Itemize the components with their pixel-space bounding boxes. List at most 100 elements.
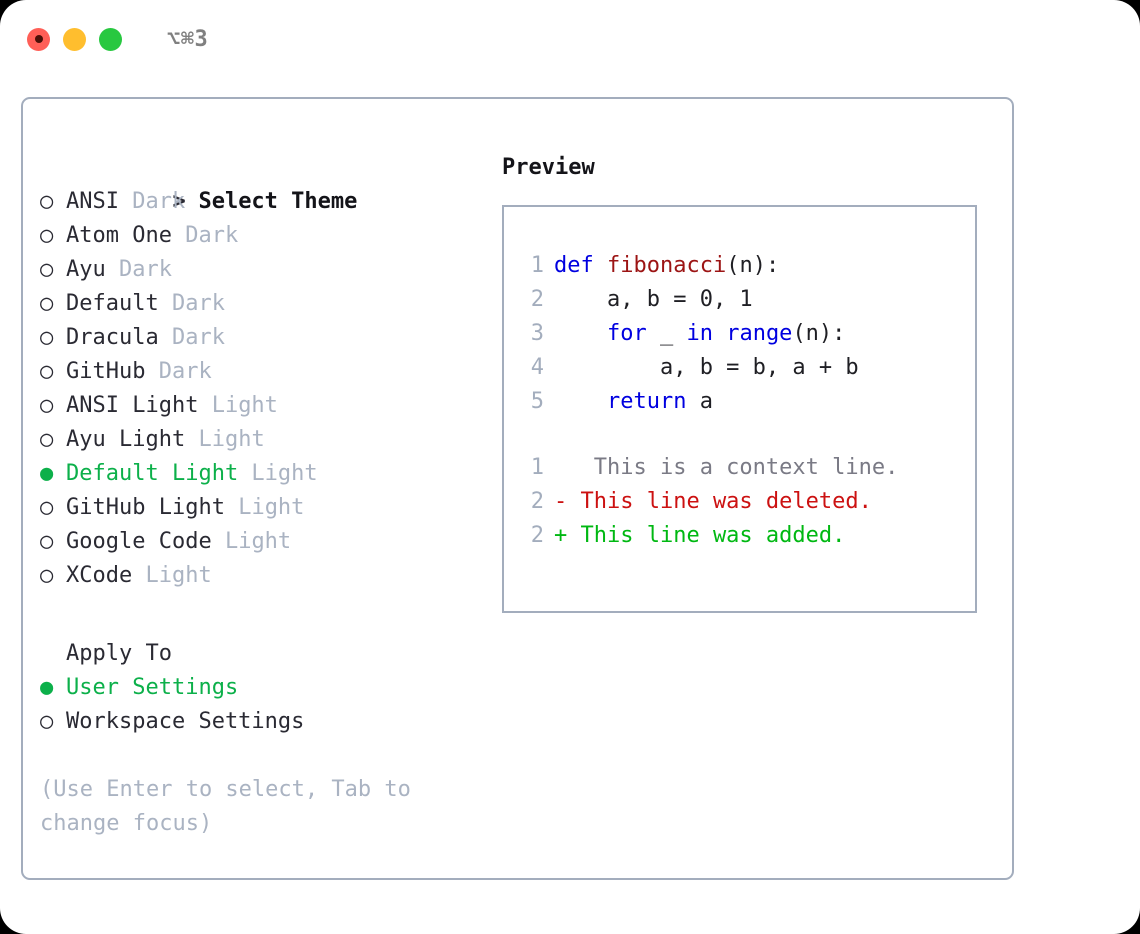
maximize-button[interactable] bbox=[99, 27, 122, 51]
theme-mode-badge: Dark bbox=[105, 257, 172, 282]
diff-context-text: This is a context line. bbox=[554, 455, 899, 480]
code-text: (n): bbox=[792, 321, 846, 346]
theme-name: XCode bbox=[66, 563, 133, 588]
theme-mode-badge: Dark bbox=[171, 223, 239, 248]
theme-mode-badge: Light bbox=[185, 427, 265, 452]
select-theme-title: Select Theme bbox=[198, 189, 358, 214]
diff-line: 2 - This line was deleted. bbox=[516, 485, 975, 519]
theme-mode-badge: Dark bbox=[158, 325, 225, 350]
theme-name: ANSI Light bbox=[66, 393, 199, 418]
apply-to-option[interactable]: ● User Settings bbox=[40, 671, 490, 705]
line-number: 2 bbox=[530, 287, 544, 312]
theme-name: GitHub Light bbox=[66, 495, 225, 520]
code-line: 4 a, b = b, a + b bbox=[516, 351, 975, 385]
code-diff-spacer bbox=[516, 419, 975, 451]
apply-to-header: Apply To bbox=[66, 641, 172, 666]
diff-line: 2 + This line was added. bbox=[516, 519, 975, 553]
radio-selected-icon: ● bbox=[40, 461, 54, 486]
code-function-name: fibonacci bbox=[593, 253, 727, 278]
close-button[interactable] bbox=[27, 27, 50, 51]
apply-to-list: ● User Settings ○Workspace Settings bbox=[40, 671, 490, 739]
line-number: 1 bbox=[530, 455, 544, 480]
prompt-caret-icon: > bbox=[172, 189, 186, 214]
radio-unselected-icon: ○ bbox=[40, 393, 54, 418]
radio-unselected-icon: ○ bbox=[40, 291, 54, 316]
theme-list-item[interactable]: ○ GitHub Light Light bbox=[40, 491, 490, 525]
apply-to-option[interactable]: ○Workspace Settings bbox=[40, 705, 490, 739]
theme-name: Default Light bbox=[66, 461, 239, 486]
theme-list-item[interactable]: ○ANSI Dark bbox=[40, 185, 490, 219]
line-number: 4 bbox=[530, 355, 544, 380]
theme-name: Ayu bbox=[66, 257, 106, 282]
minimize-button[interactable] bbox=[63, 27, 86, 51]
radio-unselected-icon: ○ bbox=[40, 257, 54, 282]
window-controls bbox=[27, 27, 122, 51]
code-keyword: in range bbox=[686, 321, 793, 346]
theme-name: GitHub bbox=[66, 359, 146, 384]
code-text: a, b = b, a + b bbox=[554, 355, 859, 380]
theme-selector-column: > Select Theme ○ ANSI Dark ○ Atom One Dark ○ A… bbox=[40, 151, 490, 841]
radio-unselected-icon: ○ bbox=[40, 189, 54, 214]
title-bar: ⌥⌘3 bbox=[0, 0, 1140, 78]
theme-list-item[interactable]: ○ Dracula Dark bbox=[40, 321, 490, 355]
code-keyword: for bbox=[554, 321, 647, 346]
line-number: 1 bbox=[530, 253, 544, 278]
code-keyword: return bbox=[554, 389, 687, 414]
radio-unselected-icon: ○ bbox=[40, 709, 54, 734]
line-number: 2 bbox=[530, 523, 544, 548]
main-panel: > Select Theme ○ ANSI Dark ○ Atom One Dark ○ A… bbox=[21, 97, 1014, 880]
theme-mode-badge: Dark bbox=[145, 359, 212, 384]
radio-selected-icon: ● bbox=[40, 675, 54, 700]
theme-list-item[interactable]: ● Default Light Light bbox=[40, 457, 490, 491]
radio-unselected-icon: ○ bbox=[40, 223, 54, 248]
theme-mode-badge: Dark bbox=[158, 291, 225, 316]
apply-to-label: User Settings bbox=[66, 675, 239, 700]
theme-mode-badge: Light bbox=[224, 495, 305, 520]
section-spacer bbox=[40, 593, 490, 637]
line-number: 3 bbox=[530, 321, 544, 346]
theme-list-item[interactable]: ○ Ayu Dark bbox=[40, 253, 490, 287]
theme-name: Dracula bbox=[66, 325, 159, 350]
theme-name: ANSI bbox=[66, 189, 119, 214]
radio-unselected-icon: ○ bbox=[40, 359, 54, 384]
code-line: 2 a, b = 0, 1 bbox=[516, 283, 975, 317]
diff-added-text: + This line was added. bbox=[554, 523, 846, 548]
line-number: 2 bbox=[530, 489, 544, 514]
diff-deleted-text: - This line was deleted. bbox=[554, 489, 872, 514]
code-line: 3 for _ in range(n): bbox=[516, 317, 975, 351]
theme-list-item[interactable]: ○Google Code Light bbox=[40, 525, 490, 559]
code-line: 1 def fibonacci(n): bbox=[516, 249, 975, 283]
theme-list-item[interactable]: ○XCode Light bbox=[40, 559, 490, 593]
theme-list-item[interactable]: ○ Ayu Light Light bbox=[40, 423, 490, 457]
diff-line: 1 This is a context line. bbox=[516, 451, 975, 485]
theme-name: Default bbox=[66, 291, 159, 316]
close-icon bbox=[34, 35, 43, 43]
radio-unselected-icon: ○ bbox=[40, 427, 54, 452]
theme-list-item[interactable]: ○ANSI Light Light bbox=[40, 389, 490, 423]
radio-unselected-icon: ○ bbox=[40, 325, 54, 350]
theme-list-item[interactable]: ○ GitHub Dark bbox=[40, 355, 490, 389]
radio-unselected-icon: ○ bbox=[40, 529, 54, 554]
code-text: (n): bbox=[726, 253, 780, 278]
radio-unselected-icon: ○ bbox=[40, 495, 54, 520]
theme-name: Ayu Light bbox=[66, 427, 186, 452]
theme-list-item[interactable]: ○ Atom One Dark bbox=[40, 219, 490, 253]
code-text: a, b = 0, 1 bbox=[554, 287, 753, 312]
theme-list-item[interactable]: ○ Default Dark bbox=[40, 287, 490, 321]
theme-mode-badge: Light bbox=[132, 563, 212, 588]
theme-name: Atom One bbox=[66, 223, 172, 248]
keyboard-hint: (Use Enter to select, Tab to change focu… bbox=[40, 777, 411, 836]
code-text: a bbox=[686, 389, 713, 414]
line-number: 5 bbox=[530, 389, 544, 414]
preview-title: Preview bbox=[502, 155, 595, 180]
code-keyword: def bbox=[554, 253, 594, 278]
theme-mode-badge: Light bbox=[238, 461, 318, 486]
code-text: _ bbox=[646, 321, 687, 346]
theme-list: ○ ANSI Dark ○ Atom One Dark ○ Ayu Dark ○ Defaul… bbox=[40, 185, 490, 593]
diff-sample: 1 This is a context line. 2 - This line wa… bbox=[516, 451, 975, 553]
keyboard-shortcut-label: ⌥⌘3 bbox=[167, 26, 209, 52]
select-theme-header: > Select Theme bbox=[40, 151, 490, 214]
